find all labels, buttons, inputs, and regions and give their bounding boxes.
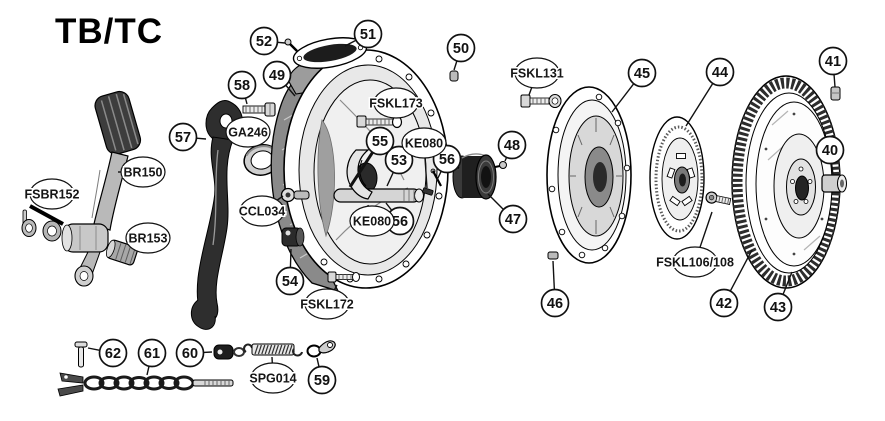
pressure-plate-drawing [546,86,632,264]
bolt-fskl131-drawing [520,93,562,109]
callout-52: 52 [249,26,286,56]
svg-text:FSBR152: FSBR152 [25,188,80,202]
part-label-br153: BR153 [125,222,171,254]
callout-50: 50 [446,33,476,71]
svg-text:FSKL173: FSKL173 [369,97,423,111]
callout-42: 42 [709,249,753,318]
stud-41-drawing [830,86,841,101]
part-label-fskl106-108: FSKL106/108 [655,211,735,278]
callout-46: 46 [540,260,570,318]
svg-text:FSKL131: FSKL131 [510,67,564,81]
clevis-pin-62-drawing [74,341,88,368]
screw-52-drawing [284,38,298,52]
callout-53: 53 [384,145,414,187]
bolt-58-drawing [242,102,276,117]
callout-47: 47 [487,193,528,234]
part-label-fskl172: FSKL172 [299,284,355,320]
callout-60: 60 [175,338,213,368]
diagram-title: TB/TC [55,12,164,51]
spring-spg014-drawing [243,343,303,357]
callout-57: 57 [168,122,207,152]
svg-text:59: 59 [314,373,330,389]
svg-text:44: 44 [712,65,728,81]
svg-text:55: 55 [372,134,388,150]
pedal-assembly-drawing [21,90,142,287]
callout-55: 55 [348,126,395,188]
bush-40-drawing [821,174,847,193]
svg-text:40: 40 [822,143,838,159]
pin-50-drawing [449,70,459,82]
svg-text:GA246: GA246 [228,126,268,140]
callout-49: 49 [262,60,296,97]
callout-43: 43 [763,271,793,322]
callout-59: 59 [307,357,337,395]
part-label-ccl034: CCL034 [237,195,287,227]
svg-text:FSKL106/108: FSKL106/108 [656,256,734,270]
chain-61-drawing [57,372,234,397]
part-label-ga246: GA246 [225,116,271,148]
svg-text:41: 41 [825,54,841,70]
part-label-fskl131: FSKL131 [509,57,565,96]
svg-text:53: 53 [391,153,407,169]
svg-text:48: 48 [504,138,520,154]
svg-text:CCL034: CCL034 [239,205,286,219]
adjuster-60-drawing [213,344,245,360]
svg-text:FSKL172: FSKL172 [300,298,354,312]
svg-text:57: 57 [175,130,191,146]
clutch-disc-drawing [649,116,705,240]
callout-40: 40 [815,135,845,176]
callout-45: 45 [611,58,657,113]
part-label-fskl173: FSKL173 [368,87,424,119]
pin-46-drawing [547,251,559,260]
bolt-fskl173-drawing [356,115,403,129]
cross-shaft-drawing [333,149,442,203]
svg-text:47: 47 [505,212,521,228]
svg-text:49: 49 [269,68,285,84]
callout-58: 58 [227,70,257,105]
bolt-fskl106-drawing [705,191,732,205]
callout-48: 48 [497,130,527,162]
callout-41: 41 [818,46,848,88]
svg-text:51: 51 [360,27,376,43]
part-label-spg014: SPG014 [248,356,298,394]
svg-text:42: 42 [716,296,732,312]
svg-text:KE080: KE080 [353,215,391,229]
part-label-br150: BR150 [118,156,166,188]
callout-62: 62 [87,338,128,368]
svg-text:58: 58 [234,78,250,94]
callout-61: 61 [137,338,167,376]
bolt-fskl172-drawing [327,271,360,283]
svg-text:52: 52 [256,34,272,50]
bush-54-drawing [281,227,305,247]
svg-text:45: 45 [634,66,650,82]
svg-text:43: 43 [770,300,786,316]
callout-54: 54 [275,248,305,296]
svg-text:BR153: BR153 [129,232,168,246]
callout-56: 56 [385,202,415,236]
svg-text:56: 56 [439,152,455,168]
callout-44: 44 [685,57,735,127]
svg-text:46: 46 [547,296,563,312]
svg-text:KE080: KE080 [405,137,443,151]
part-label-ke080: KE080 [401,127,447,189]
svg-text:50: 50 [453,41,469,57]
svg-text:BR150: BR150 [124,166,163,180]
svg-text:54: 54 [282,274,298,290]
svg-text:56: 56 [392,214,408,230]
svg-text:62: 62 [105,346,121,362]
svg-text:60: 60 [182,346,198,362]
svg-text:SPG014: SPG014 [249,372,296,386]
part-label-ke080: KE080 [349,204,395,237]
pivot-ccl034-drawing [280,187,310,203]
svg-text:61: 61 [144,346,160,362]
clevis-59-drawing [306,340,336,358]
part-label-fsbr152: FSBR152 [23,178,81,210]
callout-51: 51 [344,19,383,49]
